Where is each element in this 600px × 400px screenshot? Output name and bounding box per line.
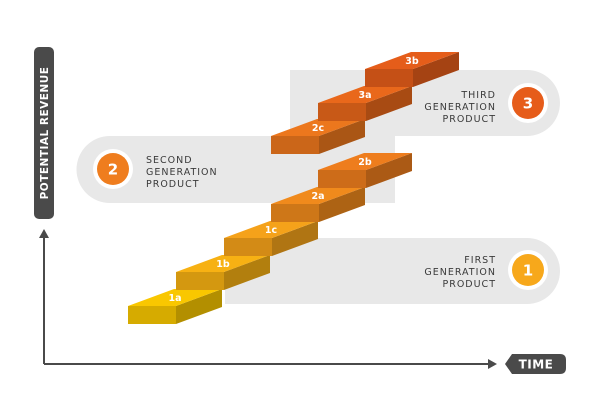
gen-2-line-1: SECOND — [146, 155, 193, 166]
step-1a: 1a — [128, 289, 222, 324]
steps: 1a 1b 1c 2a 2b 2c 3a 3b — [128, 52, 459, 324]
generation-3: THIRD GENERATION PRODUCT 3 — [424, 83, 548, 125]
x-axis — [44, 359, 497, 369]
step-side-face — [413, 52, 459, 87]
band-gen-1 — [225, 238, 560, 304]
step-3a: 3a — [318, 86, 412, 121]
step-label: 1a — [168, 293, 181, 304]
step-top-face — [224, 221, 318, 238]
step-1b: 1b — [176, 255, 270, 290]
gen-3-line-3: PRODUCT — [442, 114, 496, 125]
step-side-face — [272, 221, 318, 256]
step-front-face — [318, 170, 366, 188]
step-front-face — [365, 69, 413, 87]
step-side-face — [366, 153, 412, 188]
step-side-face — [366, 86, 412, 121]
y-axis-label: POTENTIAL REVENUE — [39, 67, 51, 200]
step-front-face — [271, 204, 319, 222]
y-axis-arrowhead — [39, 229, 49, 238]
step-front-face — [271, 136, 319, 154]
step-front-face — [176, 272, 224, 290]
y-axis — [39, 229, 49, 364]
step-side-face — [319, 119, 365, 154]
step-front-face — [318, 103, 366, 121]
step-label: 2a — [311, 191, 324, 202]
step-side-face — [224, 255, 270, 290]
step-top-face — [128, 289, 222, 306]
step-2b: 2b — [318, 153, 412, 188]
gen-1-number: 1 — [523, 262, 533, 280]
step-2c: 2c — [271, 119, 365, 154]
generation-1: FIRST GENERATION PRODUCT 1 — [424, 250, 548, 290]
gen-2-number: 2 — [108, 161, 118, 179]
step-top-face — [318, 86, 412, 103]
step-top-face — [176, 255, 270, 272]
step-label: 1b — [216, 259, 230, 270]
gen-1-line-2: GENERATION — [424, 267, 496, 278]
step-top-face — [271, 119, 365, 136]
gen-2-line-2: GENERATION — [146, 167, 218, 178]
x-axis-label: TIME — [519, 358, 554, 372]
step-label: 2b — [358, 157, 372, 168]
step-label: 2c — [312, 123, 324, 134]
x-axis-label-box: TIME — [505, 354, 566, 374]
gen-1-line-1: FIRST — [464, 255, 496, 266]
step-2a: 2a — [271, 187, 365, 222]
gen-3-line-1: THIRD — [460, 90, 496, 101]
gen-3-line-2: GENERATION — [424, 102, 496, 113]
step-top-face — [318, 153, 412, 170]
gen-1-line-3: PRODUCT — [442, 279, 496, 290]
step-1c: 1c — [224, 221, 318, 256]
generation-2: 2 SECOND GENERATION PRODUCT — [93, 149, 218, 190]
gen-2-line-3: PRODUCT — [146, 179, 200, 190]
gen-3-number: 3 — [523, 95, 533, 113]
step-3b: 3b — [365, 52, 459, 87]
step-label: 3a — [358, 90, 371, 101]
step-side-face — [319, 187, 365, 222]
y-axis-label-box: POTENTIAL REVENUE — [34, 47, 54, 219]
x-axis-arrowhead — [488, 359, 497, 369]
step-top-face — [365, 52, 459, 69]
step-front-face — [224, 238, 272, 256]
step-label: 1c — [265, 225, 277, 236]
step-top-face — [271, 187, 365, 204]
step-front-face — [128, 306, 176, 324]
step-label: 3b — [405, 56, 419, 67]
step-side-face — [176, 289, 222, 324]
